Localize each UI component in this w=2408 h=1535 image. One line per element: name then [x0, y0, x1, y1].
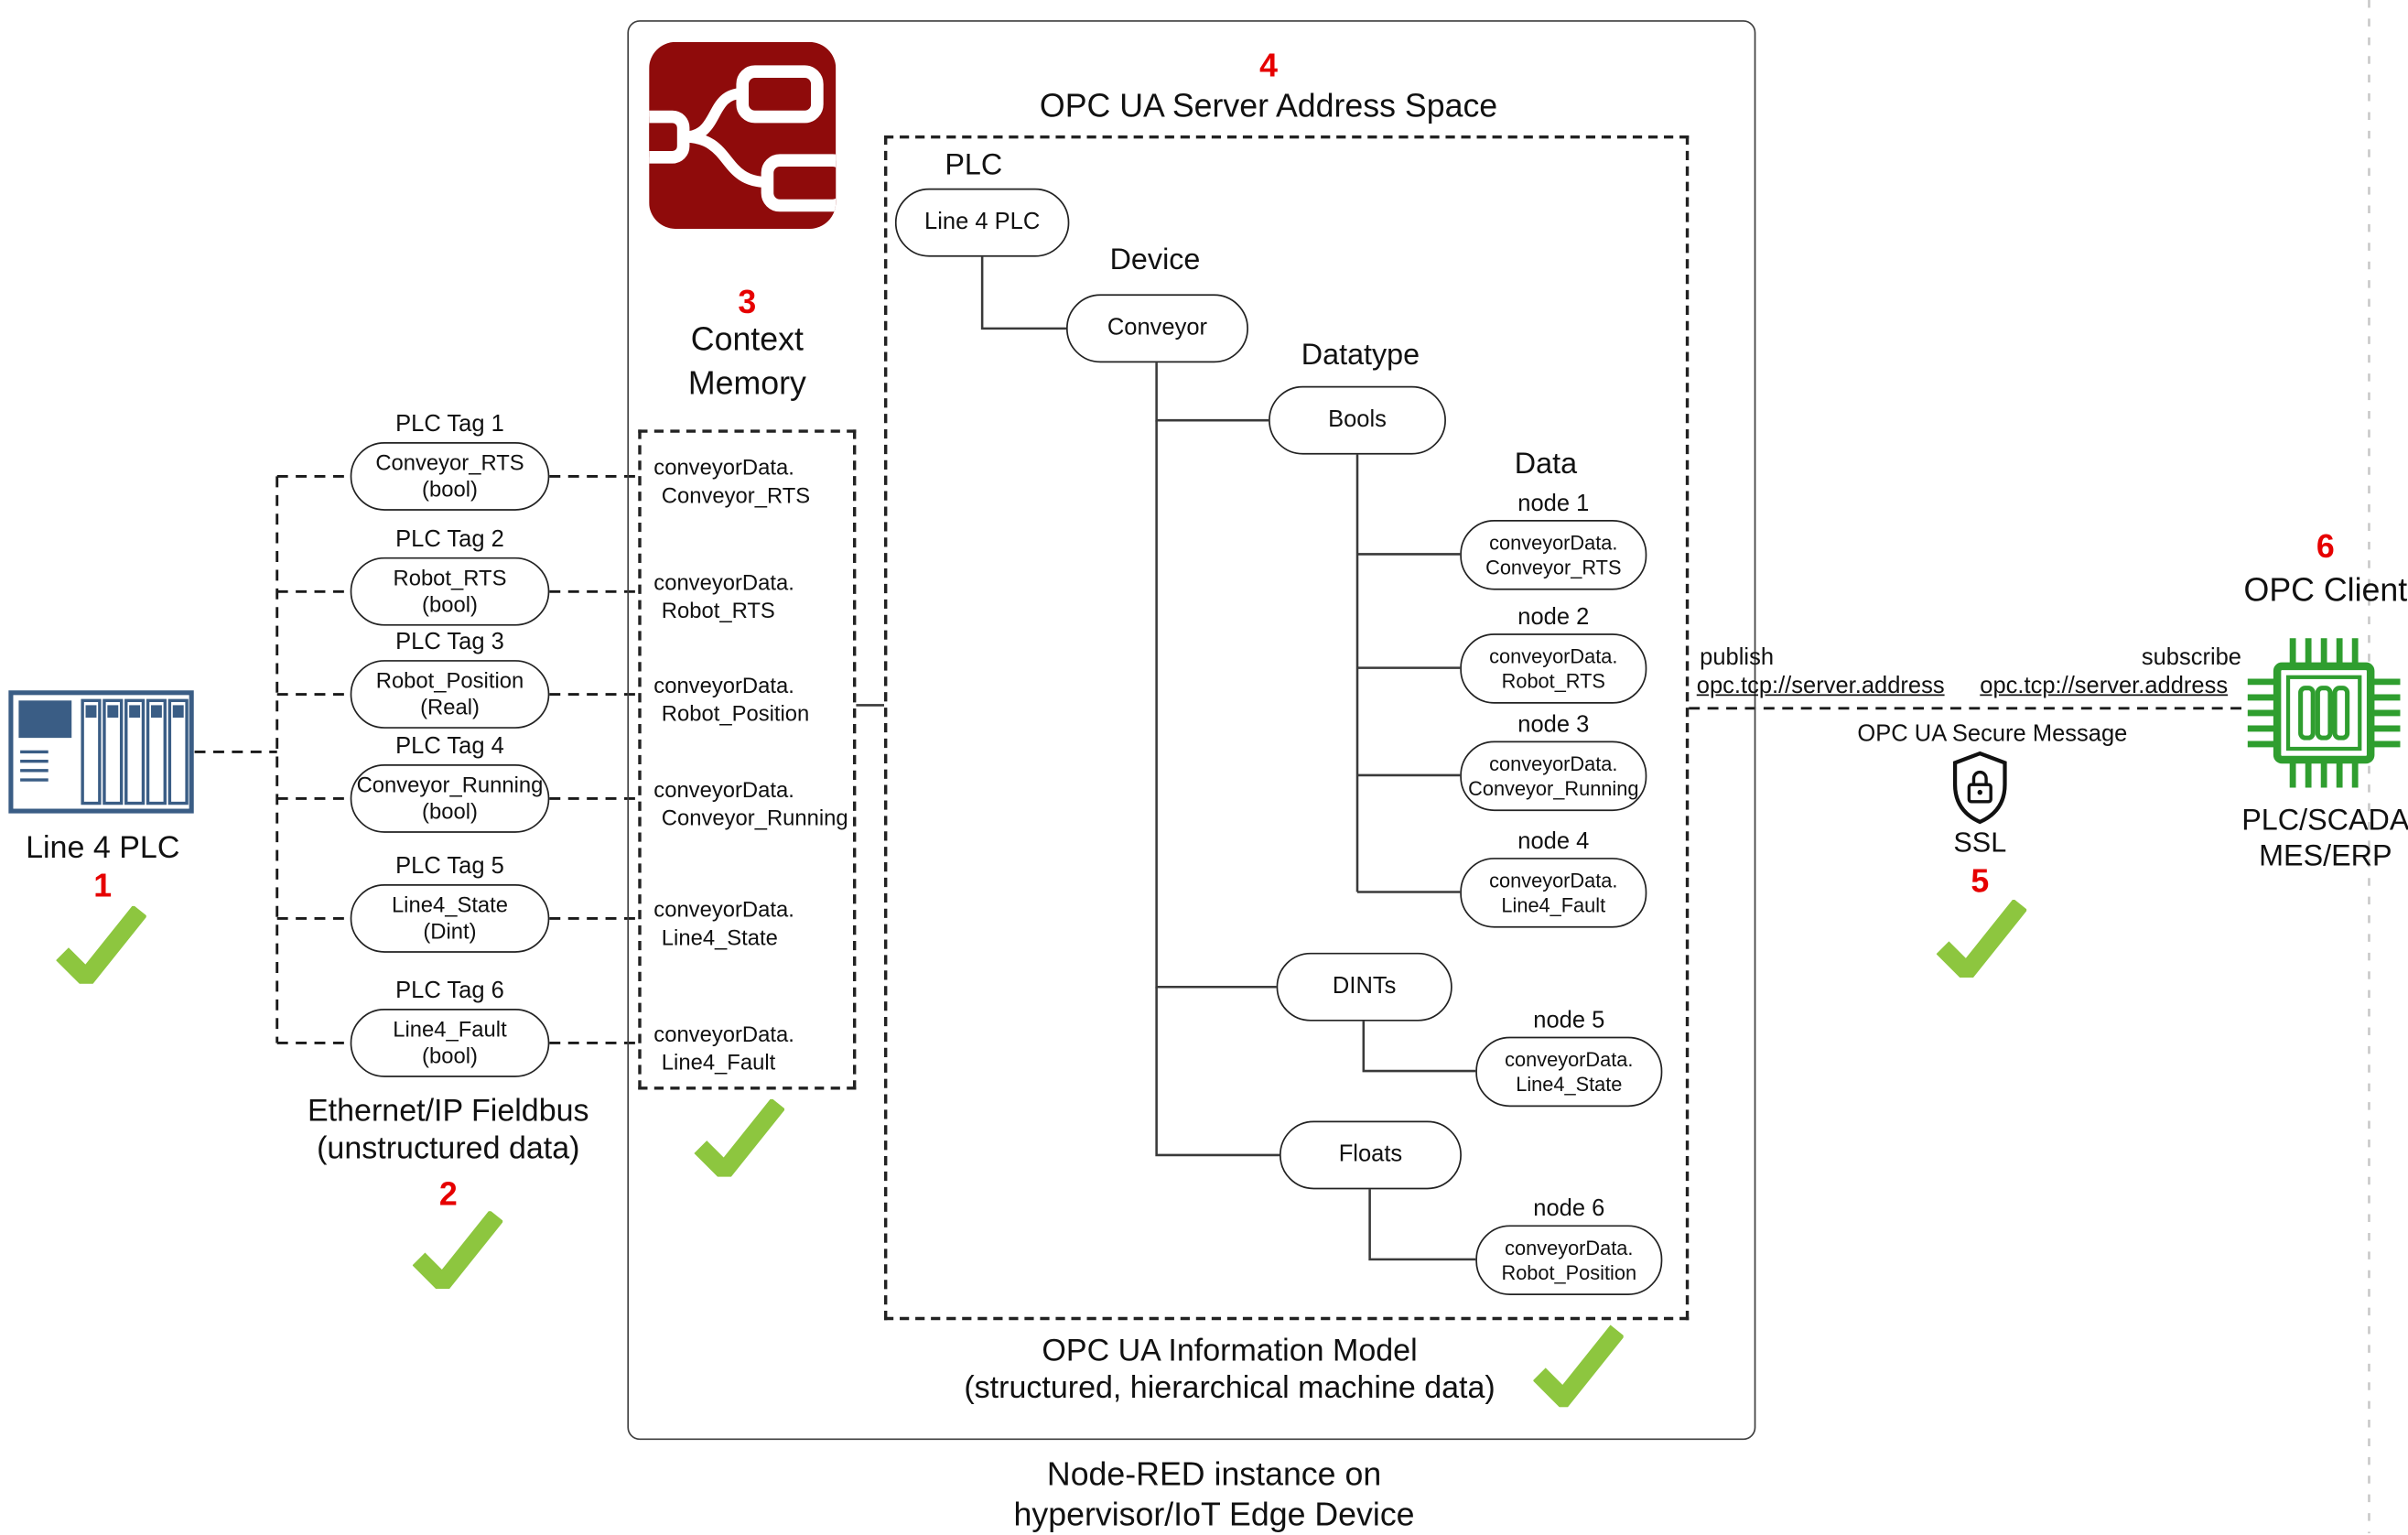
- data-node-oval: conveyorData. Line4_State: [1475, 1036, 1663, 1108]
- address-space-title: OPC UA Server Address Space: [1039, 88, 1498, 125]
- nodered-caption-line2: hypervisor/IoT Edge Device: [1013, 1497, 1415, 1534]
- client-caption-line2: MES/ERP: [2259, 840, 2392, 874]
- level-label-data: Data: [1514, 448, 1578, 481]
- checkmark-icon: [56, 906, 146, 984]
- data-node-1: node 1 conveyorData. Conveyor_RTS: [1460, 487, 1647, 590]
- plc-caption: Line 4 PLC: [26, 831, 180, 866]
- plc-tag-group-6: PLC Tag 6 Line4_Fault (bool): [350, 978, 550, 1077]
- data-node-2: node 2 conveyorData. Robot_RTS: [1460, 600, 1647, 704]
- fieldbus-caption-line2: (unstructured data): [317, 1131, 580, 1166]
- data-node-6: node 6 conveyorData. Robot_Position: [1475, 1193, 1663, 1295]
- step-number-2: 2: [438, 1176, 458, 1213]
- tree-node-dints: DINTs: [1276, 952, 1452, 1022]
- fieldbus-caption-line1: Ethernet/IP Fieldbus: [307, 1094, 589, 1130]
- tag-type: (bool): [422, 1043, 478, 1068]
- info-model-caption-line1: OPC UA Information Model: [1042, 1334, 1418, 1368]
- data-node-3: node 3 conveyorData. Conveyor_Running: [1460, 708, 1647, 812]
- plc-tag-oval: Robot_Position (Real): [350, 660, 550, 729]
- checkmark-icon: [413, 1211, 503, 1289]
- data-node-oval: conveyorData. Robot_RTS: [1460, 633, 1647, 704]
- address-space-box: [883, 135, 1690, 1321]
- step-number-4: 4: [1259, 48, 1279, 84]
- ssl-shield-icon: [1952, 751, 2007, 825]
- step-number-6: 6: [2316, 529, 2335, 566]
- plc-tag-oval: Robot_RTS (bool): [350, 557, 550, 626]
- plc-tag-label: PLC Tag 6: [395, 978, 504, 1004]
- plc-tag-group-4: PLC Tag 4 Conveyor_Running (bool): [350, 733, 550, 833]
- tag-name: Robot_RTS: [393, 566, 507, 591]
- checkmark-icon: [1533, 1324, 1624, 1408]
- data-node-oval: conveyorData. Line4_Fault: [1460, 858, 1647, 928]
- context-item: conveyorData. Line4_Fault: [653, 1021, 794, 1075]
- plc-icon: [8, 690, 194, 814]
- data-node-oval: conveyorData. Robot_Position: [1475, 1225, 1663, 1295]
- publish-label: publish: [1700, 644, 1775, 672]
- context-item: conveyorData. Robot_Position: [653, 672, 810, 726]
- checkmark-icon: [1937, 900, 2027, 978]
- step-number-1: 1: [93, 868, 113, 905]
- plc-tag-group-5: PLC Tag 5 Line4_State (Dint): [350, 852, 550, 953]
- subscribe-url: opc.tcp://server.address: [1980, 672, 2229, 699]
- tag-name: Line4_Fault: [393, 1017, 507, 1043]
- plc-tag-label: PLC Tag 5: [395, 852, 504, 880]
- step-number-5: 5: [1971, 863, 1990, 901]
- secure-message-label: OPC UA Secure Message: [1857, 720, 2128, 748]
- tag-type: (Real): [420, 694, 480, 719]
- level-label-device: Device: [1109, 244, 1201, 277]
- context-memory-box: conveyorData. Conveyor_RTS conveyorData.…: [638, 429, 857, 1090]
- client-caption-line1: PLC/SCADA: [2241, 805, 2408, 838]
- publish-url: opc.tcp://server.address: [1696, 672, 1945, 699]
- level-label-plc: PLC: [945, 149, 1003, 182]
- node-red-icon: [649, 41, 837, 230]
- plc-tag-oval: Conveyor_RTS (bool): [350, 441, 550, 511]
- subscribe-label: subscribe: [2141, 644, 2242, 672]
- plc-tag-group-1: PLC Tag 1 Conveyor_RTS (bool): [350, 410, 550, 511]
- nodered-caption-line1: Node-RED instance on: [1046, 1456, 1382, 1493]
- data-node-oval: conveyorData. Conveyor_Running: [1460, 740, 1647, 812]
- ssl-label: SSL: [1953, 827, 2007, 859]
- tag-name: Conveyor_Running: [356, 773, 544, 798]
- context-item: conveyorData. Robot_RTS: [653, 569, 794, 623]
- plc-tag-oval: Line4_State (Dint): [350, 883, 550, 953]
- plc-tag-group-3: PLC Tag 3 Robot_Position (Real): [350, 629, 550, 729]
- context-memory-title-line1: Context: [690, 322, 804, 359]
- context-item: conveyorData. Conveyor_RTS: [653, 454, 811, 508]
- opc-client-chip-icon: [2247, 638, 2401, 788]
- data-node-5: node 5 conveyorData. Line4_State: [1475, 1004, 1663, 1108]
- tag-name: Robot_Position: [375, 668, 524, 694]
- context-item: conveyorData. Conveyor_Running: [653, 776, 848, 830]
- tag-type: (bool): [422, 798, 478, 824]
- data-node-4: node 4 conveyorData. Line4_Fault: [1460, 825, 1647, 928]
- tag-type: (bool): [422, 476, 478, 502]
- tree-node-device: Conveyor: [1065, 294, 1248, 363]
- tag-name: Line4_State: [391, 892, 509, 918]
- tag-name: Conveyor_RTS: [375, 450, 524, 476]
- plc-tag-oval: Line4_Fault (bool): [350, 1009, 550, 1077]
- context-memory-title-line2: Memory: [687, 365, 806, 402]
- plc-tag-oval: Conveyor_Running (bool): [350, 764, 550, 833]
- step-number-3: 3: [738, 285, 757, 321]
- nodered-instance-box: [627, 20, 1756, 1441]
- plc-tag-group-2: PLC Tag 2 Robot_RTS (bool): [350, 525, 550, 626]
- plc-tag-label: PLC Tag 2: [395, 525, 504, 553]
- tree-node-bools: Bools: [1269, 385, 1446, 455]
- tag-type: (Dint): [423, 918, 477, 944]
- context-item: conveyorData. Line4_State: [653, 896, 794, 950]
- info-model-caption-line2: (structured, hierarchical machine data): [964, 1371, 1496, 1406]
- opc-client-title: OPC Client: [2243, 572, 2408, 609]
- plc-tag-label: PLC Tag 1: [395, 410, 504, 438]
- plc-tag-label: PLC Tag 4: [395, 733, 504, 760]
- tag-type: (bool): [422, 591, 478, 617]
- level-label-datatype: Datatype: [1301, 339, 1420, 373]
- data-node-oval: conveyorData. Conveyor_RTS: [1460, 520, 1647, 590]
- tree-node-floats: Floats: [1279, 1120, 1462, 1190]
- plc-tag-label: PLC Tag 3: [395, 629, 504, 655]
- tree-node-plc: Line 4 PLC: [894, 188, 1070, 257]
